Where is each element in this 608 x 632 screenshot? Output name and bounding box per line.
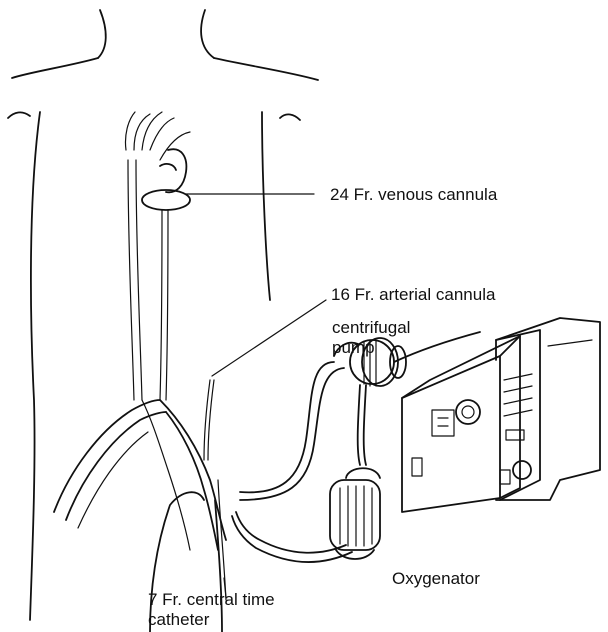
oxygenator xyxy=(330,468,380,559)
venous-cannula xyxy=(128,160,314,400)
venous-cannula-label: 24 Fr. venous cannula xyxy=(330,185,497,205)
pump-label: centrifugal pump xyxy=(332,318,424,358)
central-line xyxy=(218,480,226,600)
femoral-vessels xyxy=(54,400,226,550)
arterial-cannula xyxy=(204,300,326,460)
central-line-label-line2: catheter xyxy=(148,610,209,630)
oxygenator-label: Oxygenator xyxy=(392,569,480,589)
neck-vessels xyxy=(125,112,190,210)
arterial-cannula-label: 16 Fr. arterial cannula xyxy=(331,285,495,305)
central-line-label-line1: 7 Fr. central time xyxy=(148,590,275,610)
